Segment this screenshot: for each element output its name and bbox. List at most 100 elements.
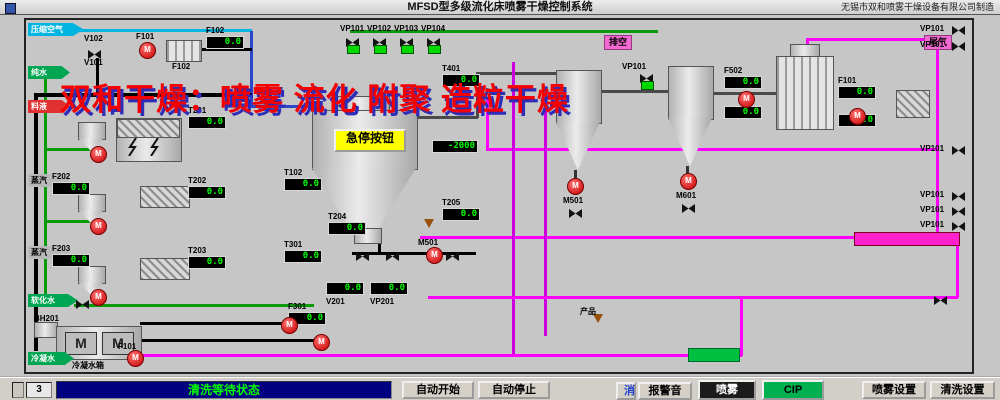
valve-icon[interactable] — [952, 218, 965, 231]
pipe — [96, 58, 99, 94]
clean-settings-button[interactable]: 清洗设置 — [930, 381, 995, 399]
pipe — [250, 31, 253, 108]
pipe — [44, 72, 47, 304]
gauge: -2000 — [432, 140, 478, 153]
mute-icon-button[interactable]: 消 — [616, 382, 636, 400]
valve-icon[interactable] — [76, 296, 89, 309]
pump-icon[interactable]: M — [738, 91, 755, 108]
valve-icon[interactable] — [346, 34, 360, 54]
link-banner-green[interactable] — [688, 348, 740, 362]
app-icon — [5, 3, 16, 14]
discharge-arrow-icon — [424, 219, 434, 228]
manufacturer-label: 无锡市双和喷雾干燥设备有限公司制造 — [840, 2, 994, 12]
gauge-tag: T201 — [188, 106, 207, 115]
valve-icon[interactable] — [952, 22, 965, 35]
pump-icon[interactable]: M — [849, 108, 866, 125]
spray-button[interactable]: 喷雾 — [698, 380, 756, 400]
valve-icon[interactable] — [682, 200, 695, 213]
pump-icon[interactable]: M — [139, 42, 156, 59]
valve-icon[interactable] — [88, 46, 101, 59]
gauge-VP201: VP201 0.0 — [370, 282, 408, 306]
spray-settings-button[interactable]: 喷雾设置 — [862, 381, 926, 399]
gauge-tag: VP201 — [370, 297, 395, 306]
counter-spinner[interactable] — [12, 382, 24, 398]
alarm-sound-button[interactable]: 报警音 — [638, 382, 692, 400]
emergency-stop-button[interactable]: 急停按钮 — [334, 129, 406, 152]
pump-icon[interactable]: M — [426, 247, 443, 264]
gauge-value: 0.0 — [370, 282, 408, 295]
tag-label: VP101 — [920, 24, 945, 33]
valve-icon[interactable] — [569, 205, 582, 218]
pump-icon[interactable]: M — [90, 218, 107, 235]
feed-cyclone-3 — [78, 266, 106, 284]
pipe — [140, 322, 282, 325]
tag-label: M501 — [563, 196, 584, 205]
gauge-value: 0.0 — [52, 254, 90, 267]
valve-icon[interactable] — [952, 188, 965, 201]
valve-icon[interactable] — [373, 34, 387, 54]
gauge-tag: T102 — [284, 168, 303, 177]
tag-label: VP101 — [340, 24, 365, 33]
cyclone-a — [556, 70, 602, 124]
pump-icon[interactable]: M — [281, 317, 298, 334]
gauge-tag: T204 — [328, 212, 347, 221]
pump-icon[interactable]: M — [90, 289, 107, 306]
valve-icon[interactable] — [400, 34, 414, 54]
auto-stop-button[interactable]: 自动停止 — [478, 381, 550, 399]
pipe — [486, 98, 489, 150]
tag-label: VP104 — [421, 24, 446, 33]
tag-label: F101 — [136, 32, 155, 41]
valve-icon[interactable] — [427, 34, 441, 54]
tag-label: VP101 — [920, 220, 945, 229]
tag-label: VP101 — [622, 62, 647, 71]
tag-label: 产品 — [580, 307, 596, 316]
pump-icon[interactable]: M — [680, 173, 697, 190]
tag-label: VP101 — [920, 190, 945, 199]
tag-label: BH201 — [34, 314, 59, 323]
valve-icon[interactable] — [952, 142, 965, 155]
pipe — [936, 50, 939, 240]
gauge-tag: F502 — [724, 66, 743, 75]
pipe — [686, 166, 689, 177]
valve-icon[interactable] — [356, 248, 369, 261]
valve-icon[interactable] — [640, 70, 654, 90]
link-banner-magenta[interactable] — [854, 232, 960, 246]
pipe — [74, 304, 314, 307]
valve-icon[interactable] — [952, 38, 965, 51]
pump-icon[interactable]: M — [567, 178, 584, 195]
gauge-value: -2000 — [432, 140, 478, 153]
feeder-3 — [140, 258, 190, 280]
title-bar: MFSD型多级流化床喷雾干燥控制系统 无锡市双和喷雾干燥设备有限公司制造 — [0, 0, 1000, 15]
pipe — [544, 98, 547, 336]
cip-button[interactable]: CIP — [762, 380, 824, 400]
valve-icon[interactable] — [446, 248, 459, 261]
inlet-arrow: 料液 — [28, 100, 70, 113]
pipe — [956, 236, 959, 298]
air-heater — [166, 40, 202, 62]
valve-icon[interactable] — [386, 248, 399, 261]
valve-icon[interactable] — [934, 292, 947, 305]
gauge-tag: F101 — [838, 76, 857, 85]
pump-icon[interactable]: M — [313, 334, 330, 351]
lightning-icon — [128, 138, 137, 156]
step-counter: 3 — [26, 382, 52, 398]
gauge-value: 0.0 — [188, 186, 226, 199]
tag-label: F102 — [172, 62, 191, 71]
auto-start-button[interactable]: 自动开始 — [402, 381, 474, 399]
tag-label: V101 — [84, 58, 103, 67]
valve-icon[interactable] — [952, 203, 965, 216]
gauge-tag: V201 — [326, 297, 345, 306]
pump-icon[interactable]: M — [127, 350, 144, 367]
valve-indicator — [347, 45, 360, 54]
pump-icon[interactable]: M — [90, 146, 107, 163]
